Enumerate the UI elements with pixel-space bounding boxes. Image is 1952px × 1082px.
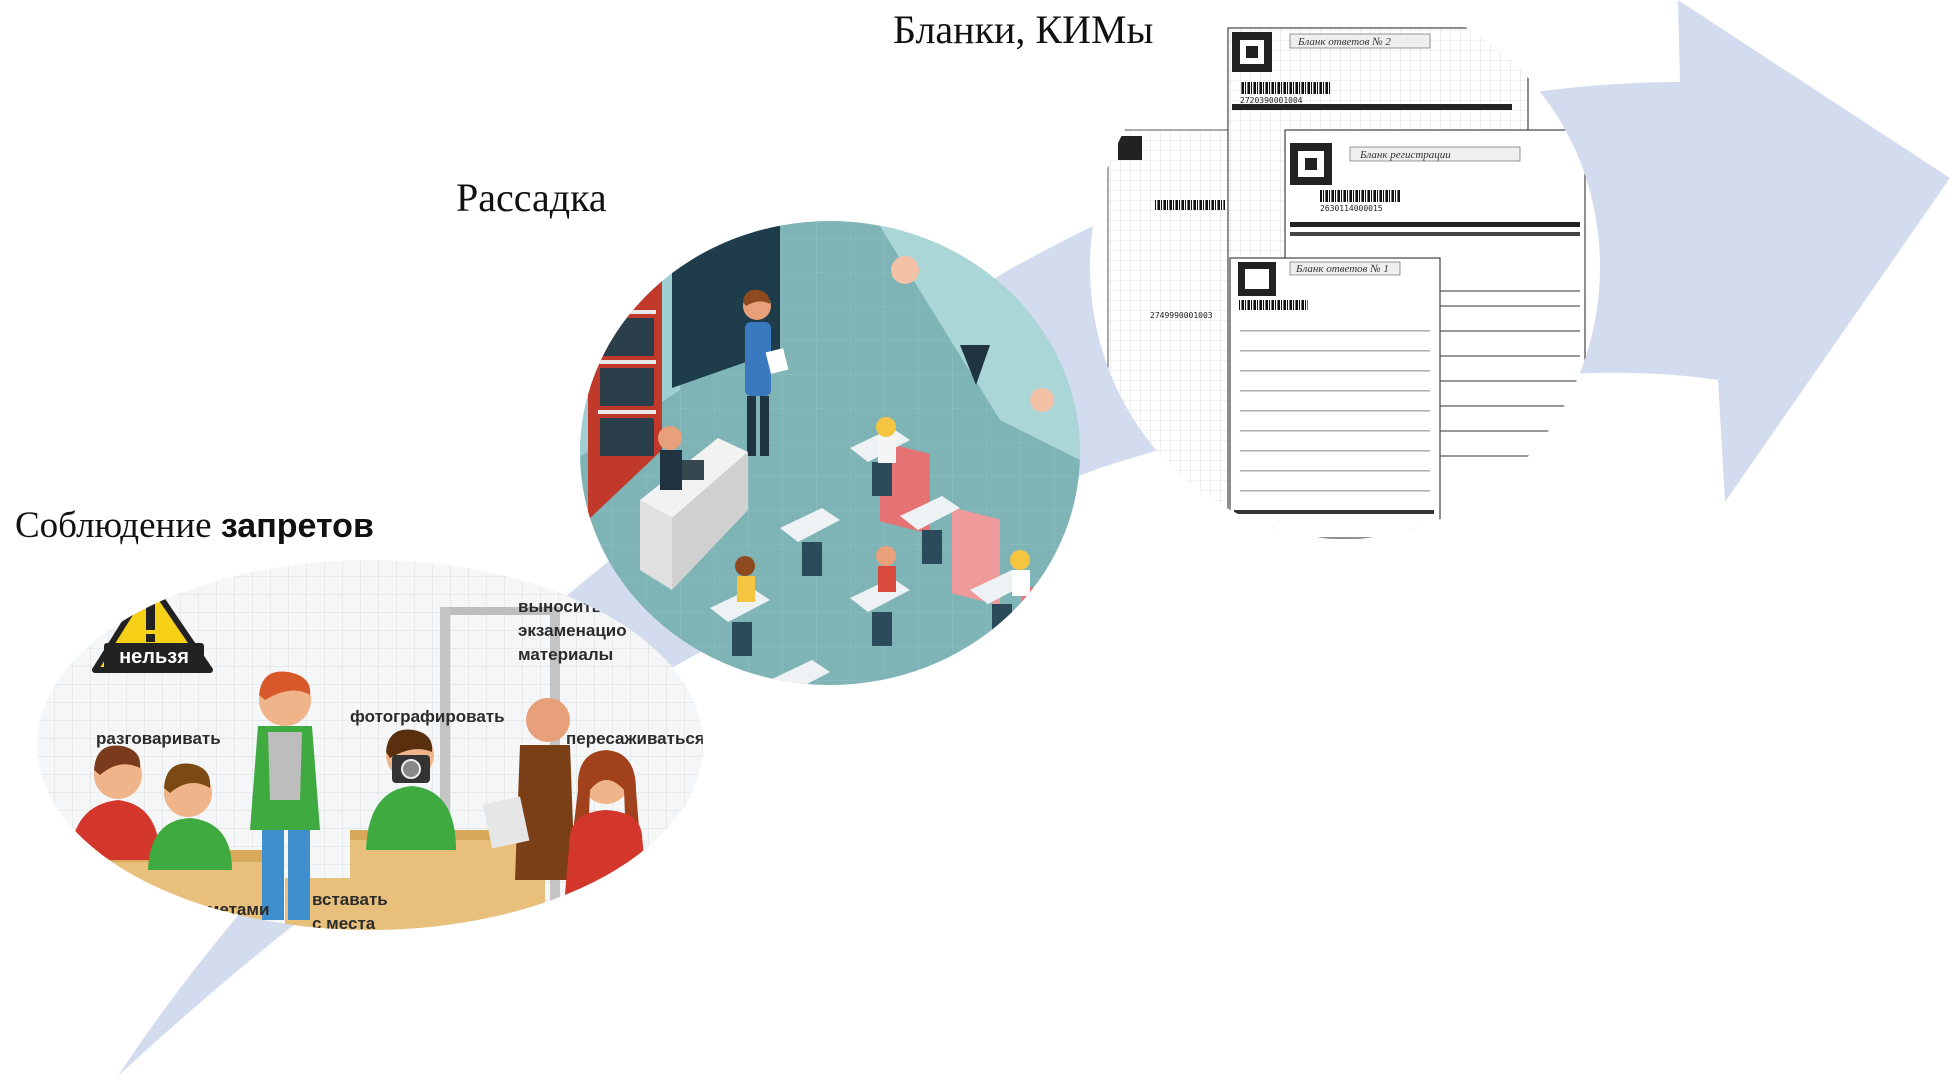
- form-answers-1-title: Бланк ответов № 1: [1295, 263, 1389, 275]
- form-registration-title: Бланк регистрации: [1359, 149, 1451, 161]
- form-registration-barcode: 2630114000015: [1320, 204, 1383, 213]
- students: [735, 417, 1030, 602]
- teacher-desk: [640, 426, 748, 590]
- form-answers-1: Бланк ответов № 1 2749990001003: [1150, 257, 1441, 539]
- caption-forms: Бланки, КИМы: [893, 7, 1154, 52]
- exam-forms-illustration: Бланк ответов № 2 2720390001004 Бланк ре…: [1090, 0, 1600, 539]
- label-move: пересаживаться: [566, 729, 705, 748]
- label-stand-2: с места: [312, 914, 376, 933]
- teacher-figure: [743, 289, 789, 456]
- form-answers-2-title: Бланк ответов № 2: [1297, 36, 1391, 48]
- label-carry-3: материалы: [518, 645, 613, 664]
- form-answers-2-barcode: 2720390001004: [1240, 96, 1303, 105]
- label-carry-2: экзаменацио: [518, 621, 627, 640]
- caption-seating: Рассадка: [456, 175, 607, 220]
- form-back-barcode: 2749990001003: [1150, 311, 1213, 320]
- prohibitions-illustration: нельзя: [37, 560, 705, 933]
- label-items: дметами: [196, 900, 269, 919]
- camera-icon: [392, 755, 430, 783]
- warning-label: нельзя: [119, 646, 189, 668]
- caption-prohibitions: Соблюдение запретов: [15, 505, 374, 546]
- warning-sign-icon: нельзя: [92, 579, 213, 673]
- label-stand-1: вставать: [312, 890, 388, 909]
- label-talk: разговаривать: [96, 729, 221, 748]
- poster: [952, 345, 1000, 606]
- label-photo: фотографировать: [350, 707, 505, 726]
- person-head: [526, 698, 570, 742]
- seating-illustration: [580, 221, 1080, 685]
